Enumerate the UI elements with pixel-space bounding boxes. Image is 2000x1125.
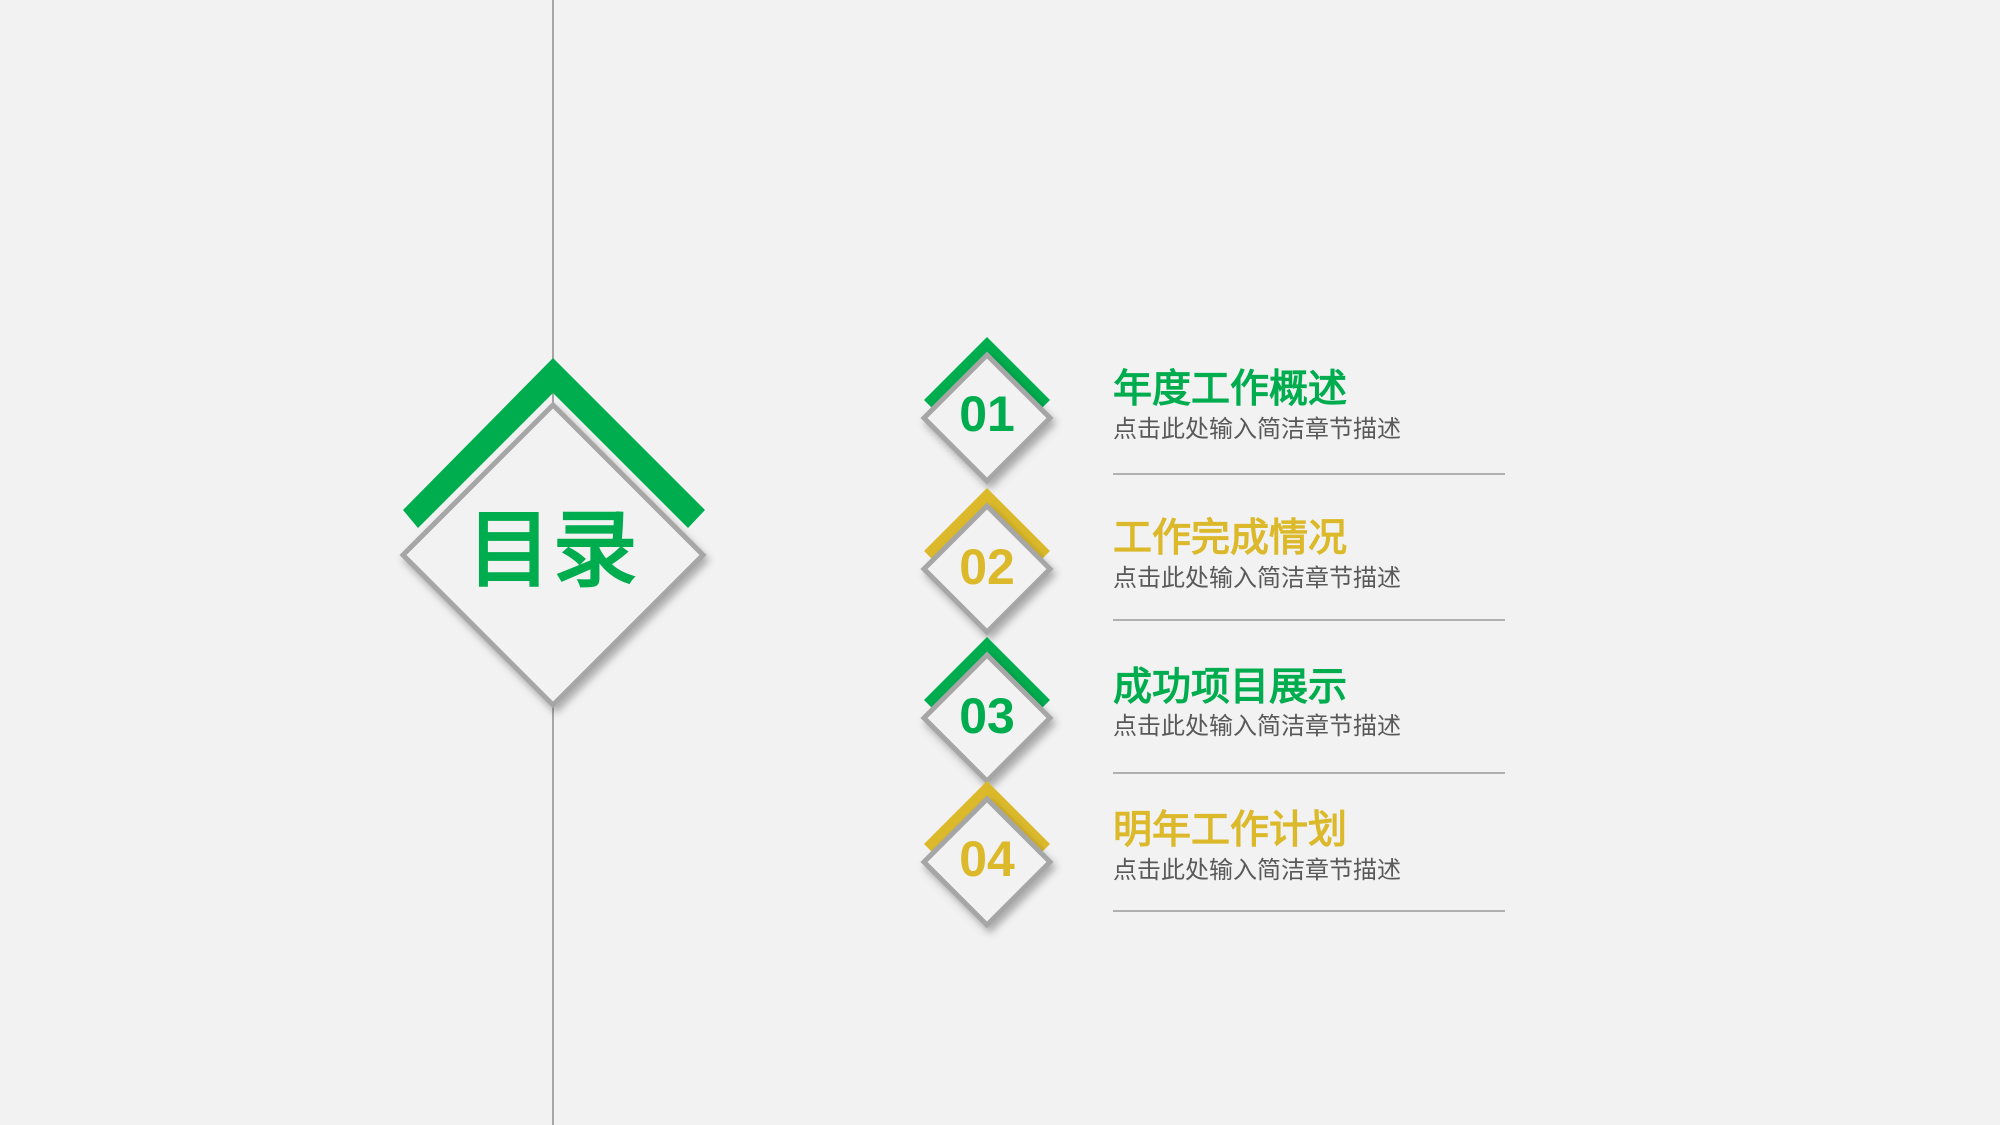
item-separator-4 [1113,910,1505,912]
item-diamond-3 [920,637,1054,785]
item-title-1[interactable]: 年度工作概述 [1113,367,1348,412]
item-number-4: 04 [959,831,1015,887]
item-title-3[interactable]: 成功项目展示 [1113,665,1348,710]
toc-heading: 目录 [466,501,639,599]
item-number-1: 01 [959,386,1015,442]
main-diamond-frame [399,401,707,709]
item-number-3: 03 [959,688,1015,744]
item-description-4[interactable]: 点击此处输入简洁章节描述 [1113,856,1401,884]
item-description-1[interactable]: 点击此处输入简洁章节描述 [1113,415,1401,443]
item-number-2: 02 [959,539,1015,595]
item-title-4[interactable]: 明年工作计划 [1113,808,1348,853]
main-chevron [403,358,705,528]
item-description-2[interactable]: 点击此处输入简洁章节描述 [1113,564,1401,592]
item-title-2[interactable]: 工作完成情况 [1113,516,1348,561]
main-diamond [399,358,707,709]
item-diamond-2 [920,488,1054,636]
item-diamond-1 [920,337,1054,485]
item-separator-3 [1113,772,1505,774]
item-diamond-4 [920,781,1054,929]
item-separator-1 [1113,473,1505,475]
item-description-3[interactable]: 点击此处输入简洁章节描述 [1113,712,1401,740]
item-separator-2 [1113,619,1505,621]
